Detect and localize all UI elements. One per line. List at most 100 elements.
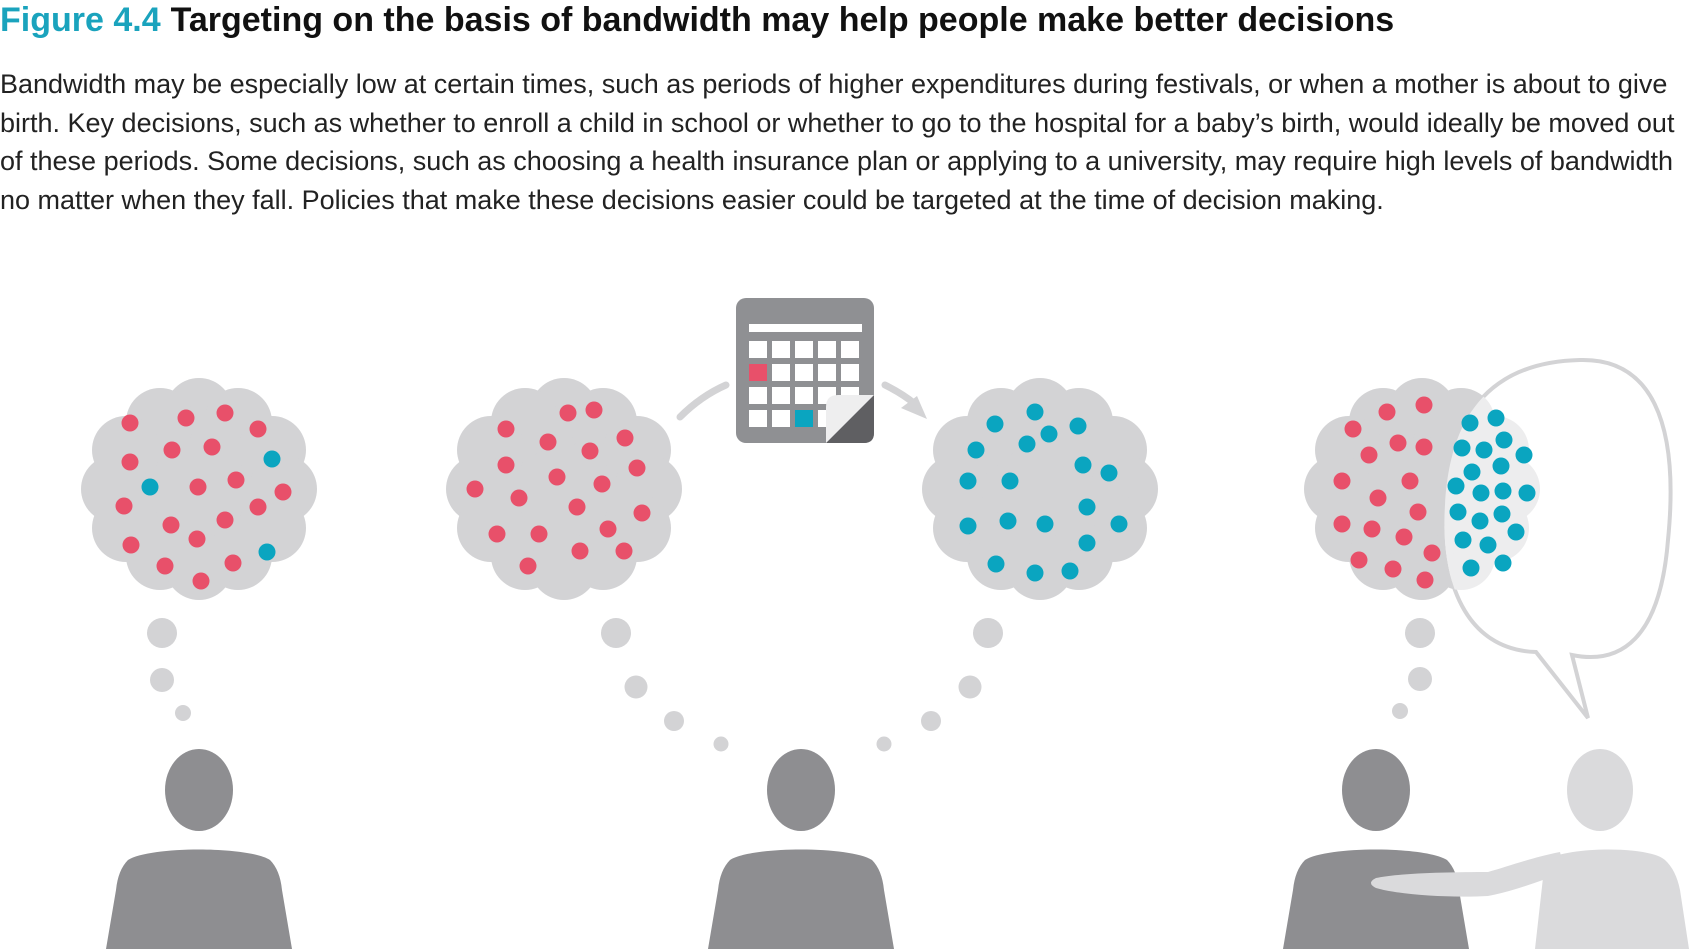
teal-dot [1018,435,1036,453]
red-dot [224,554,242,572]
teal-dot [1453,439,1471,457]
teal-dot [1518,484,1536,502]
red-dot [249,420,267,438]
teal-dot [986,415,1004,433]
teal-dot [987,555,1005,573]
teal-dot [263,450,281,468]
teal-dot [1040,425,1058,443]
red-dot [1389,434,1407,452]
teal-dot [258,543,276,561]
scene-2 [446,298,1158,949]
helper-person-icon [1535,749,1689,949]
teal-dot [1061,562,1079,580]
scene-1 [81,378,317,949]
thought-dots-shared [1447,409,1536,577]
teal-dot [1026,564,1044,582]
red-dot [1369,489,1387,507]
teal-dot [1110,515,1128,533]
red-dot [163,441,181,459]
red-dot [581,442,599,460]
red-dot [519,557,537,575]
red-dot [510,489,528,507]
teal-dot [1492,457,1510,475]
person-icon [708,749,894,949]
red-dot [616,429,634,447]
thought-dots [466,401,651,575]
teal-dot [1454,531,1472,549]
teal-dot [1462,559,1480,577]
red-dot [188,530,206,548]
teal-dot [1507,523,1525,541]
red-dot [1333,472,1351,490]
thought-trail-right [876,618,1003,752]
red-dot [599,520,617,538]
teal-dot [1479,536,1497,554]
thought-dots [959,403,1128,582]
figure-title: Targeting on the basis of bandwidth may … [170,1,1395,39]
red-dot [216,511,234,529]
red-dot [539,433,557,451]
scene-3 [1283,357,1689,949]
red-dot [115,497,133,515]
teal-dot [1472,484,1490,502]
teal-dot [959,472,977,490]
teal-dot [1493,505,1511,523]
red-dot [1415,396,1433,414]
red-dot [1350,551,1368,569]
arrow-icon [881,381,927,419]
red-dot [1384,560,1402,578]
red-dot [466,480,484,498]
red-dot [497,420,515,438]
red-dot [615,542,633,560]
teal-dot [1495,431,1513,449]
teal-dot [967,441,985,459]
teal-dot [1494,482,1512,500]
red-dot [593,475,611,493]
teal-dot [1463,463,1481,481]
red-dot [530,525,548,543]
red-dot [559,404,577,422]
red-dot [1378,403,1396,421]
red-dot [548,468,566,486]
red-dot [585,401,603,419]
teal-dot [1001,472,1019,490]
red-dot [497,456,515,474]
teal-dot [1471,512,1489,530]
red-dot [121,453,139,471]
red-dot [633,504,651,522]
teal-dot [1069,417,1087,435]
red-dot [216,404,234,422]
person-icon [106,749,292,949]
red-dot [1360,446,1378,464]
red-dot [1395,528,1413,546]
red-dot [1344,420,1362,438]
red-dot [162,516,180,534]
arrow-icon [676,381,730,421]
red-dot [1423,544,1441,562]
calendar-teal-day [795,410,813,427]
teal-dot [1078,534,1096,552]
teal-dot [1475,441,1493,459]
red-dot [571,542,589,560]
red-dot [1416,571,1434,589]
red-dot [192,572,210,590]
teal-dot [1449,503,1467,521]
red-dot [1333,515,1351,533]
thought-trail [1392,618,1435,719]
red-dot [121,414,139,432]
red-dot [156,557,174,575]
red-dot [1415,438,1433,456]
calendar-red-day [749,364,767,381]
red-dot [488,525,506,543]
teal-dot [1494,554,1512,572]
figure-label: Figure 4.4 [0,1,161,39]
calendar-icon [736,298,874,443]
teal-dot [1515,446,1533,464]
teal-dot [1026,403,1044,421]
red-dot [1363,520,1381,538]
teal-dot [1461,414,1479,432]
teal-dot [1036,515,1054,533]
red-dot [1401,472,1419,490]
